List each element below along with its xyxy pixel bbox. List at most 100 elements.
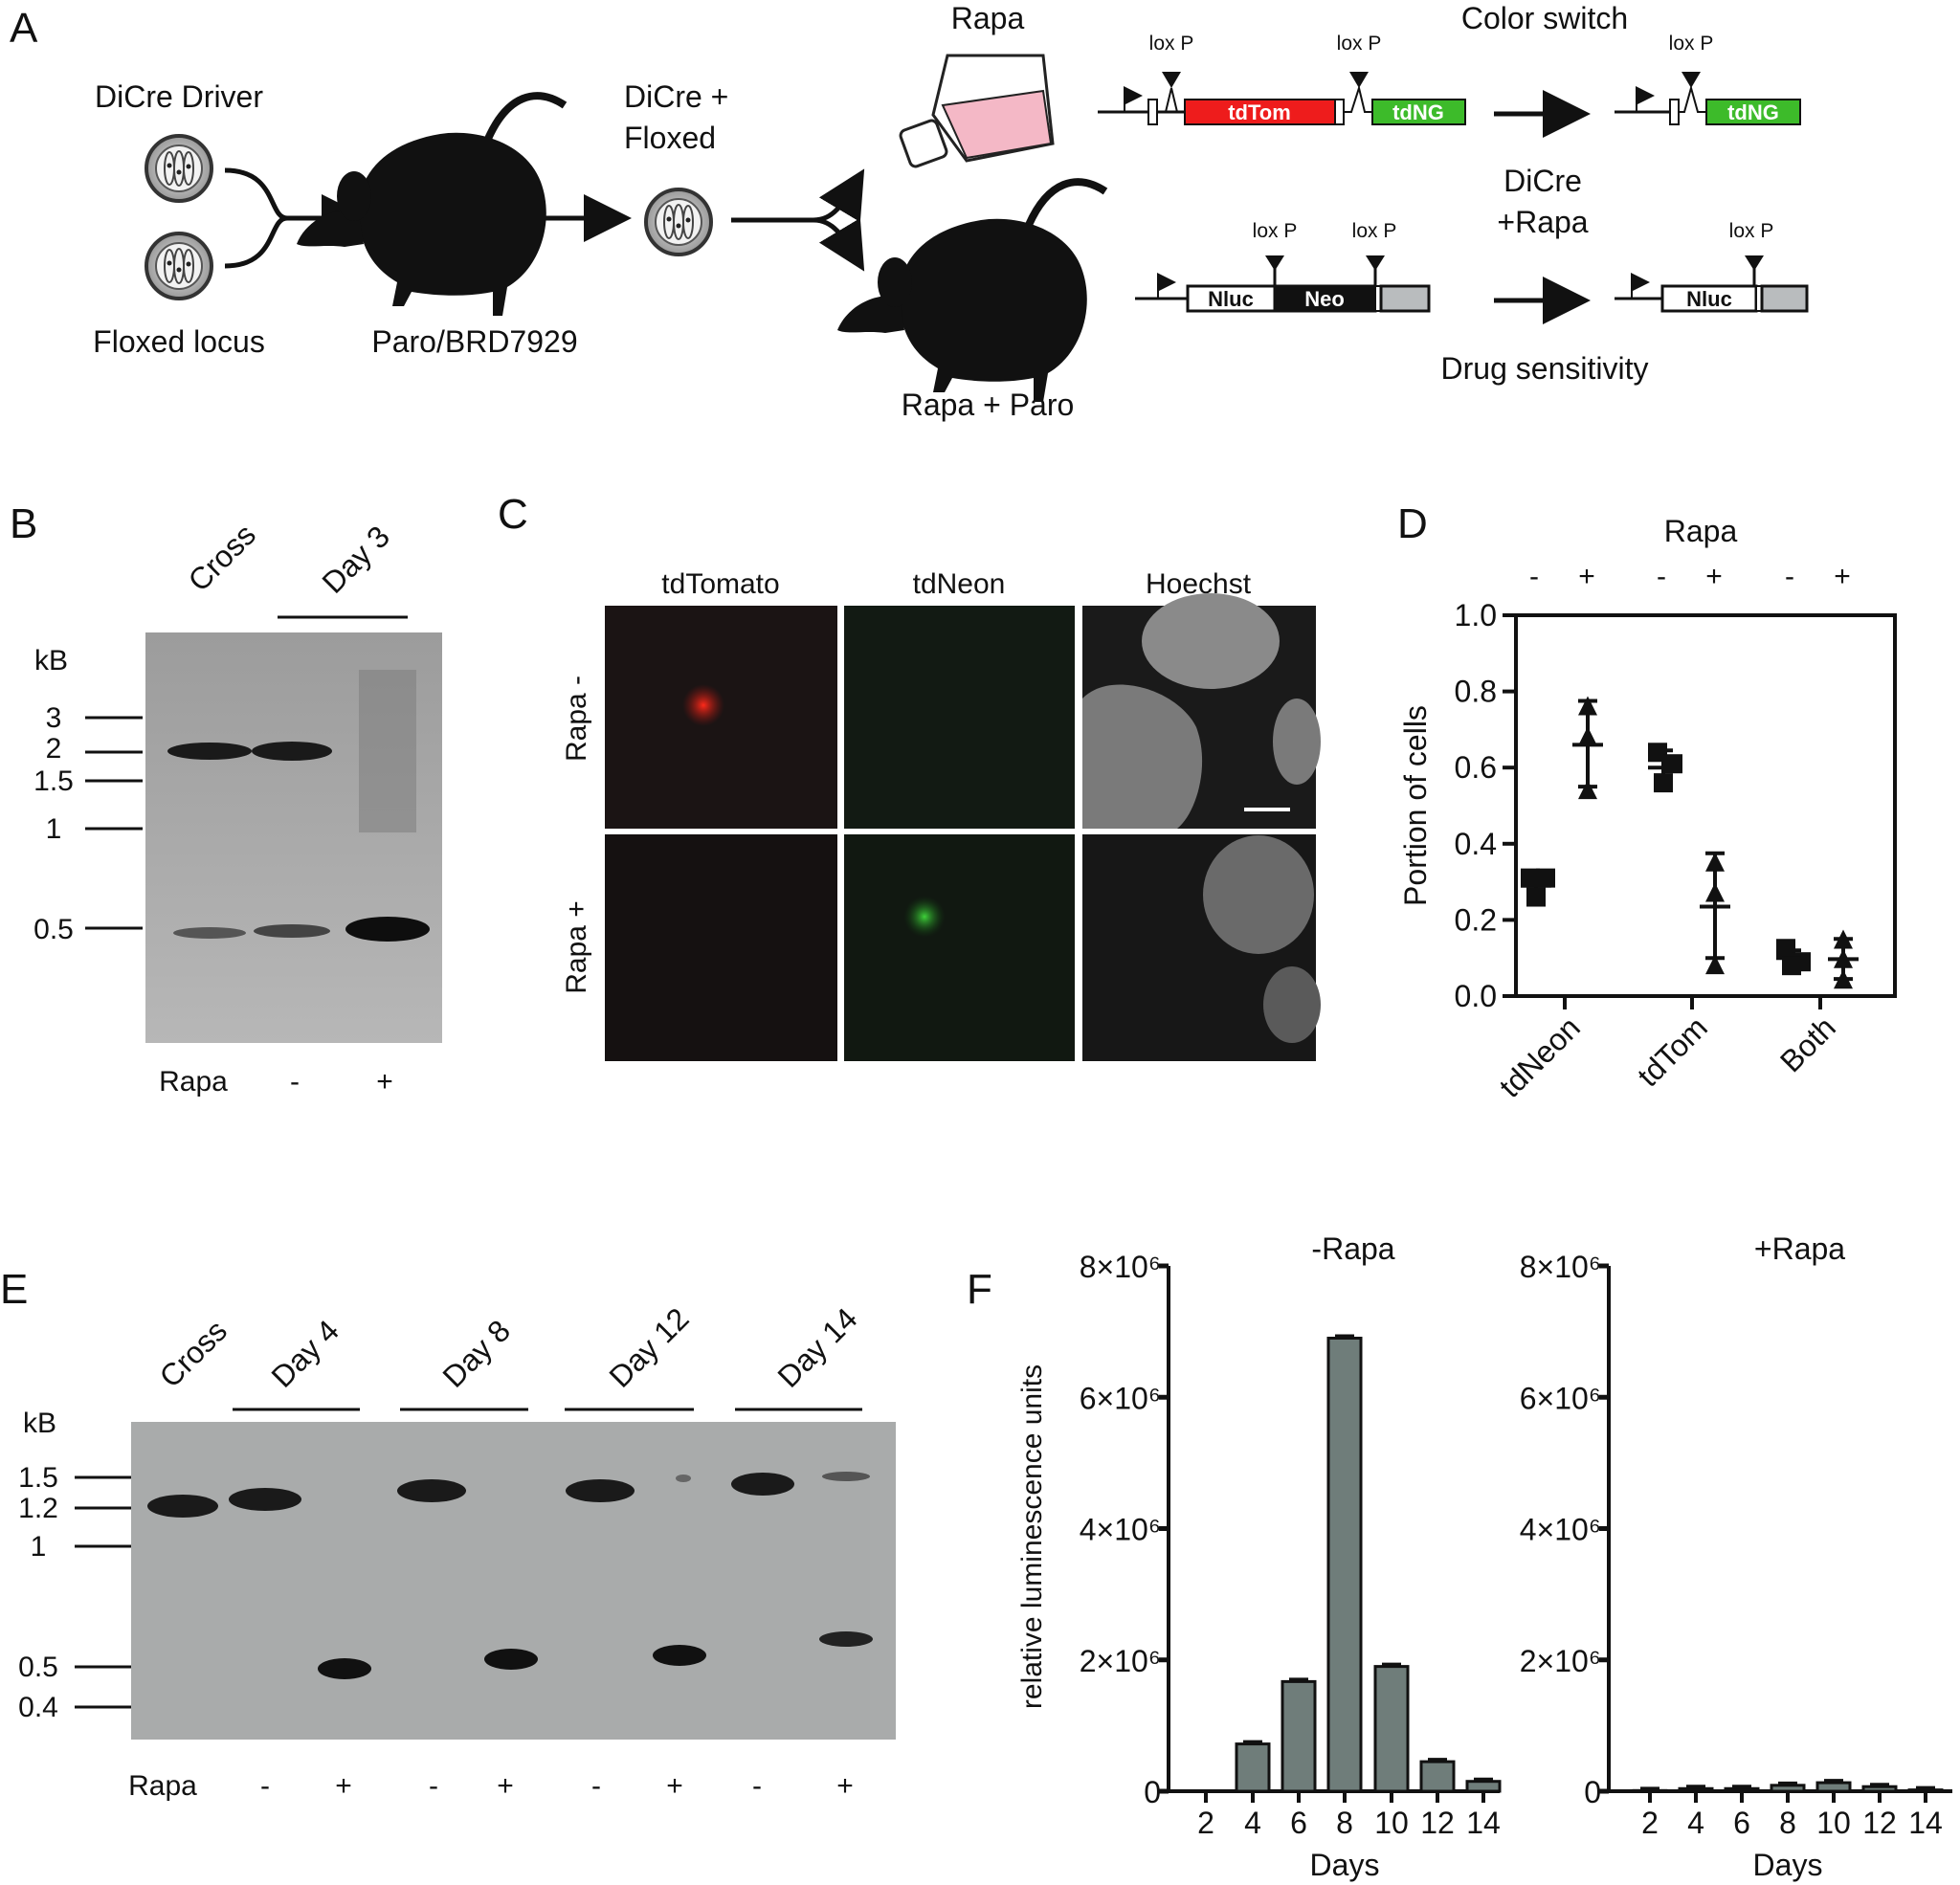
y-tick-label: 6×10⁶ bbox=[1080, 1381, 1161, 1415]
dicre-rapa-label: DiCre bbox=[1503, 164, 1582, 198]
data-point-square bbox=[1521, 868, 1540, 888]
y-axis-label: Portion of cells bbox=[1398, 705, 1433, 906]
y-tick-label: 0.6 bbox=[1455, 750, 1497, 785]
x-tick-label: 12 bbox=[1420, 1806, 1455, 1840]
rapa-state: + bbox=[497, 1770, 514, 1802]
data-point-square bbox=[1782, 956, 1801, 976]
micrograph-grid bbox=[605, 593, 1321, 1061]
bar bbox=[1678, 1786, 1714, 1793]
gel-e bbox=[131, 1422, 896, 1740]
drug-sensitivity-construct: Nluc Neo bbox=[1135, 254, 1431, 313]
panel-label-e: E bbox=[0, 1266, 28, 1313]
gel-b bbox=[145, 632, 442, 1043]
micrograph-tdneon-minus bbox=[844, 606, 1075, 829]
lane-label-cross: Cross bbox=[152, 1313, 234, 1394]
rapa-state: + bbox=[376, 1066, 393, 1098]
rapa-state: - bbox=[752, 1770, 762, 1802]
x-tick-label: 6 bbox=[1290, 1806, 1307, 1840]
marker-ladder-b bbox=[85, 716, 143, 930]
marker-label: 1.2 bbox=[18, 1493, 58, 1524]
data-point-square bbox=[1526, 887, 1546, 907]
y-tick-label: 0.2 bbox=[1455, 902, 1497, 937]
rapa-state: + bbox=[335, 1770, 352, 1802]
panel-label-d: D bbox=[1397, 500, 1428, 547]
plot-frame bbox=[1514, 613, 1897, 998]
x-tick-label: 14 bbox=[1908, 1806, 1943, 1840]
floxed-locus-label: Floxed locus bbox=[93, 324, 265, 359]
color-switch-result-construct: tdNG bbox=[1615, 72, 1801, 125]
nluc-gene: Nluc bbox=[1208, 287, 1254, 311]
rapa-row-label: Rapa bbox=[128, 1770, 197, 1802]
x-tick-label: 6 bbox=[1733, 1806, 1750, 1840]
marker-label: 0.5 bbox=[18, 1652, 58, 1683]
chart-title: Rapa bbox=[1664, 514, 1738, 548]
loxp-label: lox P bbox=[1669, 33, 1714, 55]
y-tick-label: 4×10⁶ bbox=[1080, 1513, 1161, 1547]
bar bbox=[1632, 1788, 1668, 1793]
lane-label-day12: Day 12 bbox=[602, 1301, 695, 1394]
x-tick-label: Both bbox=[1773, 1009, 1842, 1078]
bar bbox=[1815, 1781, 1852, 1793]
loxp-label: lox P bbox=[1253, 220, 1298, 242]
embryo-icon bbox=[145, 232, 213, 300]
lane-label-day3: Day 3 bbox=[315, 519, 396, 600]
marker-label: 2 bbox=[46, 733, 62, 765]
marker-ladder-e bbox=[75, 1475, 131, 1709]
row-label-rapa-plus: Rapa + bbox=[561, 900, 592, 994]
y-axis-label: relative luminescence units bbox=[1016, 1364, 1048, 1709]
y-tick-label: 2×10⁶ bbox=[1520, 1644, 1601, 1678]
data-point-triangle bbox=[1578, 726, 1597, 746]
lane-label-day4: Day 4 bbox=[264, 1313, 345, 1394]
y-tick-label: 1.0 bbox=[1455, 598, 1497, 632]
x-tick-label: tdTom bbox=[1631, 1009, 1714, 1093]
y-tick-label: 6×10⁶ bbox=[1520, 1381, 1601, 1415]
data-point-triangle bbox=[1834, 969, 1853, 989]
data-point-triangle bbox=[1834, 948, 1853, 968]
x-tick-label: 2 bbox=[1197, 1806, 1214, 1840]
data-point-triangle bbox=[1705, 852, 1725, 872]
loxp-label: lox P bbox=[1149, 33, 1194, 55]
chart-title: -Rapa bbox=[1311, 1231, 1394, 1266]
dicre-rapa-label-2: +Rapa bbox=[1497, 205, 1588, 239]
loxp-label: lox P bbox=[1352, 220, 1397, 242]
column-header-tdneon: tdNeon bbox=[913, 568, 1006, 600]
marker-label: 3 bbox=[46, 702, 62, 734]
embryo-icon bbox=[145, 134, 213, 203]
dicre-floxed-label-2: Floxed bbox=[624, 121, 716, 155]
data-point-triangle bbox=[1578, 696, 1597, 716]
panel-label-f: F bbox=[967, 1266, 992, 1313]
condition-label: - bbox=[1657, 561, 1666, 592]
x-tick-label: 2 bbox=[1641, 1806, 1659, 1840]
rapa-state: - bbox=[290, 1066, 300, 1098]
chart-title: +Rapa bbox=[1754, 1231, 1845, 1266]
loxp-label: lox P bbox=[1337, 33, 1382, 55]
bar bbox=[1907, 1788, 1944, 1793]
y-tick-label: 4×10⁶ bbox=[1520, 1513, 1601, 1547]
marker-label: 1.5 bbox=[18, 1462, 58, 1494]
y-tick-label: 2×10⁶ bbox=[1080, 1644, 1161, 1678]
bar bbox=[1861, 1785, 1898, 1793]
bar bbox=[1465, 1780, 1502, 1793]
micrograph-tdneon-plus bbox=[844, 834, 1075, 1061]
y-tick-label: 0.8 bbox=[1455, 675, 1497, 709]
fork-arrow-down bbox=[813, 217, 865, 272]
x-axis-label: Days bbox=[1310, 1848, 1380, 1882]
loxp-label: lox P bbox=[1729, 220, 1774, 242]
mouse-treatment-label: Paro/BRD7929 bbox=[371, 324, 577, 359]
x-tick-label: 4 bbox=[1687, 1806, 1704, 1840]
embryo-icon bbox=[644, 188, 713, 256]
condition-label: + bbox=[1834, 561, 1851, 592]
y-tick-label: 8×10⁶ bbox=[1520, 1250, 1601, 1284]
color-switch-construct: tdTom tdNG bbox=[1098, 72, 1466, 125]
micrograph-tdtomato-plus bbox=[605, 834, 837, 1061]
data-point-triangle bbox=[1834, 929, 1853, 949]
bar bbox=[1281, 1679, 1317, 1793]
condition-label: - bbox=[1785, 561, 1794, 592]
rapa-states-e: -+-+-+-+ bbox=[260, 1770, 854, 1802]
bar bbox=[1235, 1742, 1271, 1793]
tdtom-gene: tdTom bbox=[1228, 100, 1291, 124]
